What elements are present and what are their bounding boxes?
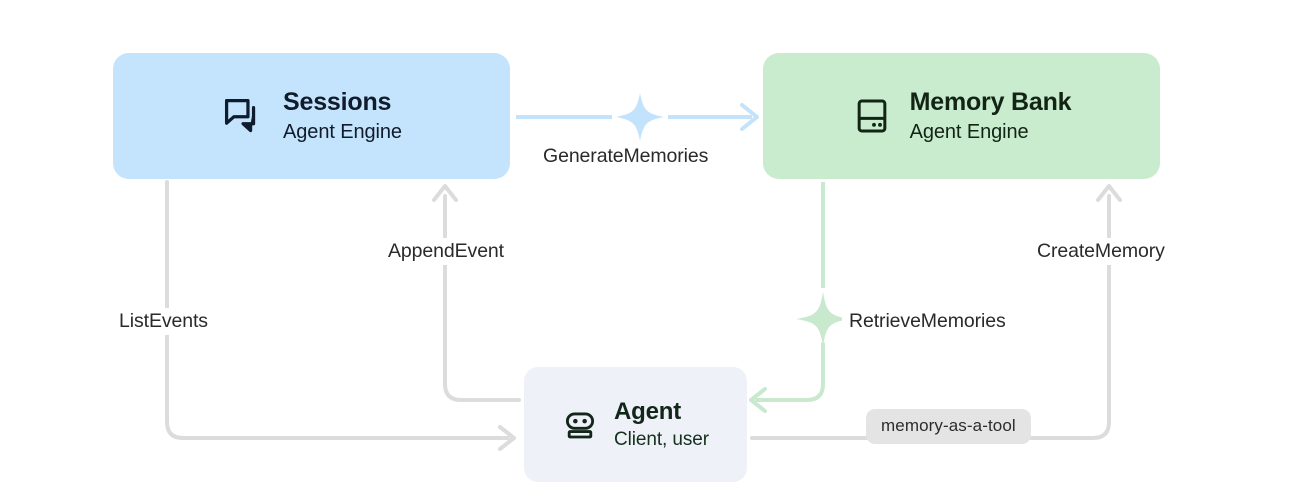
edge-label-generate-memories: GenerateMemories: [536, 143, 716, 170]
node-memory-bank-title: Memory Bank: [909, 88, 1072, 116]
node-memory-bank-text: Memory Bank Agent Engine: [909, 88, 1072, 143]
node-sessions-subtitle: Agent Engine: [283, 121, 402, 143]
chat-bubbles-icon: [225, 98, 256, 133]
node-agent-content: Agent Client, user: [562, 400, 709, 449]
edge-create-memory: [750, 184, 1122, 440]
sparkle-icon: [796, 292, 850, 346]
tag-memory-as-a-tool: memory-as-a-tool: [866, 409, 1031, 444]
node-agent-text: Agent Client, user: [614, 398, 709, 450]
robot-icon: [566, 411, 595, 438]
node-sessions-title: Sessions: [283, 88, 392, 116]
edge-generate-memories: [516, 93, 759, 141]
edge-retrieve-memories: [749, 182, 850, 413]
node-agent-subtitle: Client, user: [614, 429, 709, 450]
node-memory-bank[interactable]: Memory Bank Agent Engine: [763, 53, 1160, 179]
storage-drive-icon: [857, 99, 886, 133]
node-agent-title: Agent: [614, 398, 682, 425]
edge-label-append-event: AppendEvent: [381, 238, 511, 265]
node-sessions-content: Sessions Agent Engine: [221, 90, 402, 142]
edge-append-event: [432, 184, 521, 402]
node-memory-bank-content: Memory Bank Agent Engine: [852, 90, 1072, 142]
node-agent[interactable]: Agent Client, user: [524, 367, 747, 482]
edge-list-events: [165, 180, 516, 451]
edge-label-list-events: ListEvents: [112, 308, 215, 335]
node-sessions-text: Sessions Agent Engine: [283, 88, 402, 143]
edge-label-create-memory: CreateMemory: [1030, 238, 1172, 265]
edge-label-retrieve-memories: RetrieveMemories: [842, 308, 1013, 335]
node-sessions[interactable]: Sessions Agent Engine: [113, 53, 510, 179]
sparkle-icon: [616, 93, 664, 141]
node-memory-bank-subtitle: Agent Engine: [909, 121, 1029, 143]
